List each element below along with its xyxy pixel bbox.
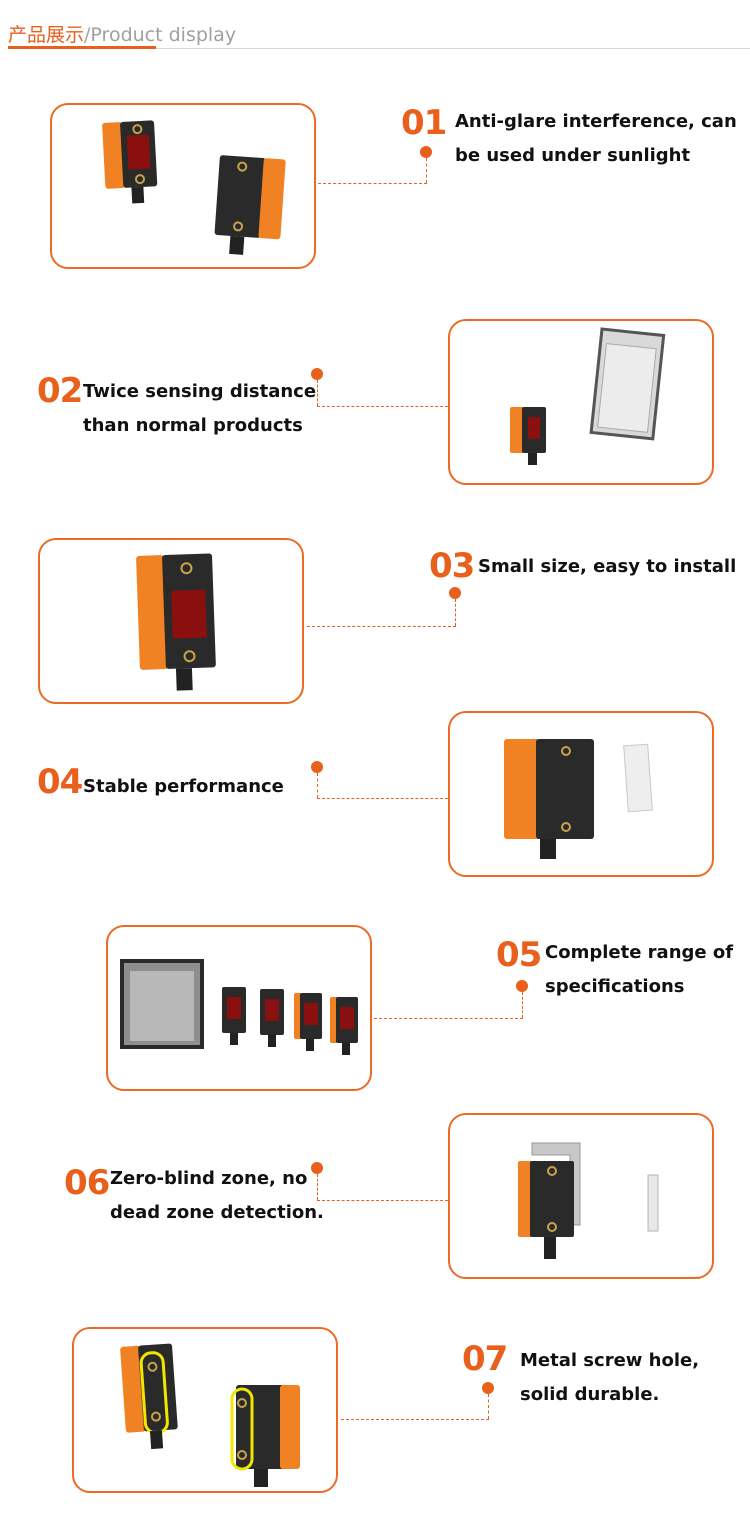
product-image-card-5 bbox=[106, 925, 372, 1091]
product-image-card-3 bbox=[38, 538, 304, 704]
sensor-screw-hole-image bbox=[120, 1343, 300, 1487]
connector-line bbox=[318, 183, 427, 184]
connector-line bbox=[317, 406, 448, 407]
connector-line bbox=[488, 1394, 489, 1419]
product-image-card-1 bbox=[50, 103, 316, 269]
connector-line bbox=[374, 1018, 523, 1019]
feature-number-01: 01 bbox=[401, 103, 447, 143]
connector-line bbox=[317, 773, 318, 798]
feature-text-04-line1: Stable performance bbox=[83, 776, 284, 797]
header-accent-bar bbox=[8, 46, 156, 49]
feature-number-03: 03 bbox=[429, 546, 475, 586]
feature-number-07: 07 bbox=[462, 1339, 508, 1379]
product-image-card-7 bbox=[72, 1327, 338, 1493]
feature-text-05-line1: Complete range of bbox=[545, 942, 734, 963]
feature-text-07-line2: solid durable. bbox=[520, 1384, 660, 1405]
feature-text-01-line1: Anti-glare interference, can bbox=[455, 111, 737, 132]
feature-text-02-line2: than normal products bbox=[83, 415, 303, 436]
feature-number-06: 06 bbox=[64, 1163, 110, 1203]
title-english: Product display bbox=[90, 24, 237, 46]
connector-line bbox=[317, 1174, 318, 1200]
section-title: 产品展示/Product display bbox=[8, 20, 236, 47]
product-image-card-6 bbox=[448, 1113, 714, 1279]
connector-line bbox=[455, 599, 456, 626]
feature-text-06-line2: dead zone detection. bbox=[110, 1202, 324, 1223]
product-image-card-4 bbox=[448, 711, 714, 877]
sensor-reflector-small-image bbox=[504, 739, 653, 859]
feature-text-01-line2: be used under sunlight bbox=[455, 145, 691, 166]
connector-dot bbox=[420, 146, 432, 158]
header-divider bbox=[8, 48, 750, 49]
connector-dot bbox=[482, 1382, 494, 1394]
sensor-bracket-image bbox=[518, 1142, 659, 1259]
feature-number-04: 04 bbox=[37, 762, 83, 802]
connector-line bbox=[317, 798, 448, 799]
connector-line bbox=[522, 992, 523, 1018]
sensor-pair-image bbox=[102, 120, 286, 255]
connector-line bbox=[317, 1200, 448, 1201]
title-chinese: 产品展示 bbox=[8, 24, 85, 46]
connector-dot bbox=[311, 1162, 323, 1174]
connector-line bbox=[341, 1419, 489, 1420]
sensor-reflector-image bbox=[510, 327, 666, 465]
sensor-range-image bbox=[120, 959, 358, 1055]
feature-text-07-line1: Metal screw hole, bbox=[520, 1350, 700, 1371]
connector-line bbox=[426, 158, 427, 183]
sensor-single-image bbox=[136, 553, 216, 691]
connector-line bbox=[317, 380, 318, 406]
title-separator: / bbox=[84, 24, 91, 46]
feature-text-05-line2: specifications bbox=[545, 976, 685, 997]
connector-dot bbox=[516, 980, 528, 992]
connector-dot bbox=[311, 368, 323, 380]
product-image-card-2 bbox=[448, 319, 714, 485]
feature-text-03-line1: Small size, easy to install bbox=[478, 556, 737, 577]
feature-text-06-line1: Zero-blind zone, no bbox=[110, 1168, 308, 1189]
feature-number-02: 02 bbox=[37, 371, 83, 411]
connector-line bbox=[307, 626, 456, 627]
feature-number-05: 05 bbox=[496, 935, 542, 975]
connector-dot bbox=[311, 761, 323, 773]
section-header: 产品展示/Product display bbox=[8, 18, 750, 50]
feature-text-02-line1: Twice sensing distance bbox=[83, 381, 317, 402]
connector-dot bbox=[449, 587, 461, 599]
